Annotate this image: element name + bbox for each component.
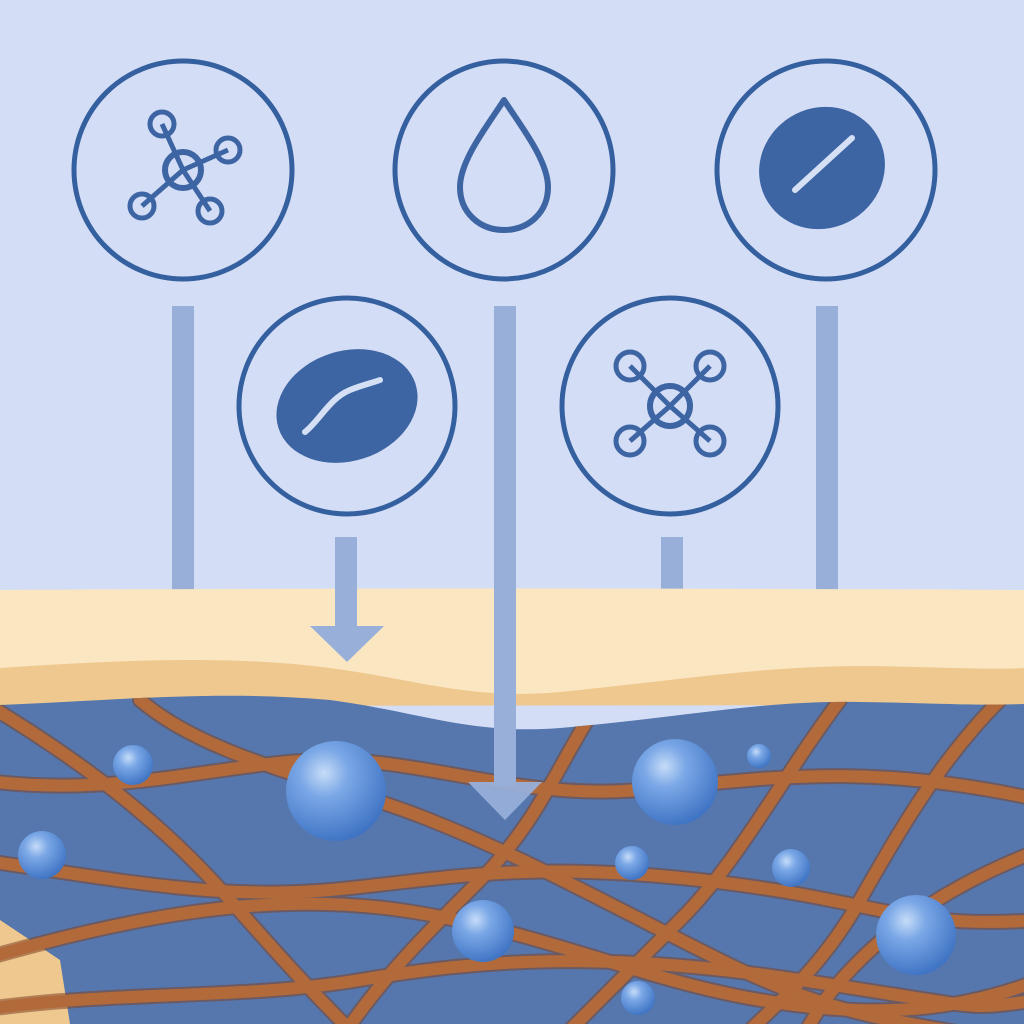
collagen-fibers	[0, 695, 1024, 1024]
pathway-bar	[172, 306, 194, 590]
arrow-into-epidermis	[310, 537, 384, 662]
arrow-head	[310, 626, 384, 662]
droplet	[286, 741, 386, 841]
droplet	[18, 831, 66, 879]
arrow-shaft	[494, 306, 516, 786]
water-droplets	[18, 739, 956, 1015]
droplet	[876, 895, 956, 975]
droplet	[452, 900, 514, 962]
epidermis-lower-band	[0, 660, 1024, 706]
droplet	[621, 981, 655, 1015]
droplet	[615, 846, 649, 880]
water-drop-icon	[392, 58, 616, 282]
molecule-icon	[71, 58, 295, 282]
bean-capsule-icon	[236, 295, 458, 517]
droplet	[747, 744, 771, 768]
arrow-shaft	[335, 537, 357, 627]
pathway-bar	[661, 537, 683, 590]
pathway-bar	[816, 306, 838, 590]
dermis-layer	[0, 695, 1024, 1024]
molecule-icon	[559, 295, 781, 517]
bean-capsule-icon	[714, 58, 938, 282]
penetration-pathways	[172, 306, 838, 590]
droplet	[772, 849, 810, 887]
droplet	[632, 739, 718, 825]
arrow-into-dermis	[468, 306, 542, 820]
droplet	[113, 745, 153, 785]
arrow-head	[468, 782, 542, 820]
